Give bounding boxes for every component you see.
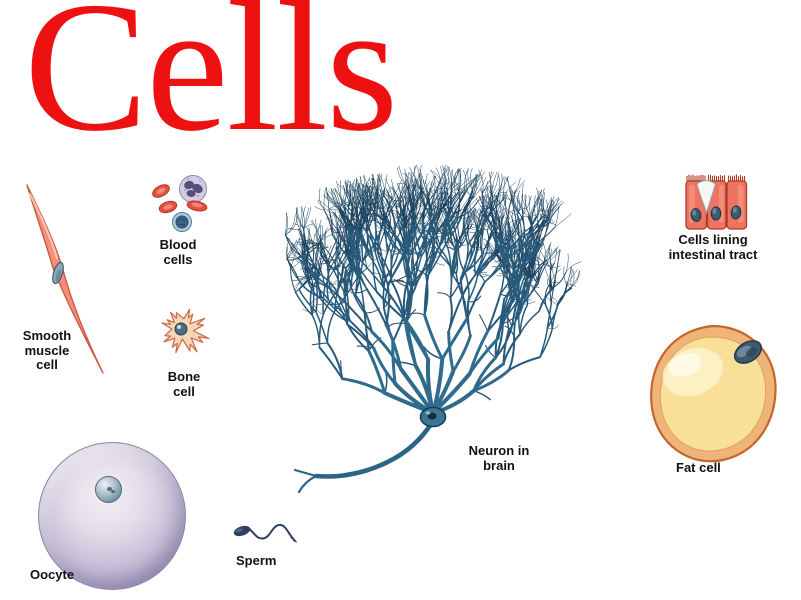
- intestinal-cells-illustration: [685, 174, 748, 230]
- sperm-tail: [248, 523, 296, 542]
- fat-cell-label: Fat cell: [676, 460, 721, 475]
- neuron-dendrites: [284, 164, 582, 415]
- sperm-head-sheen: [235, 528, 244, 533]
- intestinal-nuclei: [690, 205, 742, 222]
- neuron-label: Neuron in brain: [468, 443, 530, 473]
- white-blood-cell-granules: [184, 178, 201, 197]
- fat-cell-highlight-2: [668, 353, 702, 377]
- oocyte-label: Oocyte: [30, 567, 75, 582]
- blood-cells-illustration: [152, 175, 208, 232]
- smooth-muscle-cell-illustration: [26, 184, 104, 374]
- red-blood-cell-2: [158, 200, 178, 214]
- oocyte-nucleolus-2: [111, 490, 115, 493]
- sperm-label: Sperm: [236, 553, 277, 568]
- bone-cell-nucleus: [174, 322, 188, 336]
- neuron-nucleus: [427, 412, 437, 420]
- red-blood-cell-3: [186, 200, 208, 212]
- neuron-dendrite-branches: [318, 273, 541, 380]
- neuron-soma-highlight: [425, 411, 431, 415]
- intestinal-cells-label: Cells lining intestinal tract: [668, 232, 758, 262]
- bone-cell-label: Bone cell: [167, 369, 201, 399]
- lymphocyte-nucleus: [175, 215, 189, 229]
- blood-cells-label: Blood cells: [159, 237, 197, 267]
- neuron-illustration: [284, 164, 582, 494]
- neuron-dendrite-branches: [294, 210, 559, 401]
- neuron-axon-fork: [293, 468, 318, 494]
- intestinal-brush-border: [686, 174, 746, 182]
- bone-cell-illustration: [161, 308, 210, 354]
- fat-cell-illustration: [650, 324, 777, 463]
- fat-cell-nucleus: [733, 340, 763, 364]
- sperm-tail-tip: [290, 537, 297, 543]
- goblet-cell: [696, 180, 717, 216]
- smooth-muscle-highlight: [28, 192, 59, 260]
- neuron-axon: [313, 418, 436, 479]
- oocyte-illustration: [38, 442, 186, 590]
- intestinal-columnar-cells: [685, 180, 748, 230]
- oocyte-nucleus: [95, 476, 122, 503]
- page-title: Cells: [24, 0, 398, 170]
- neuron-dendrite-branches: [382, 356, 476, 415]
- oocyte-nucleolus: [107, 487, 112, 491]
- lymphocyte-texture: [178, 218, 186, 226]
- neuron-dendrite-branches: [340, 313, 510, 395]
- red-blood-cell-1: [152, 184, 170, 198]
- sperm-illustration: [233, 523, 297, 543]
- smooth-muscle-label: Smooth muscle cell: [22, 328, 72, 372]
- bone-cell-nucleus-highlight: [177, 325, 181, 329]
- white-blood-cell-nucleus: [184, 180, 203, 197]
- sperm-head: [233, 525, 251, 537]
- smooth-muscle-nucleus-shade: [55, 268, 62, 282]
- smooth-muscle-body: [26, 184, 104, 374]
